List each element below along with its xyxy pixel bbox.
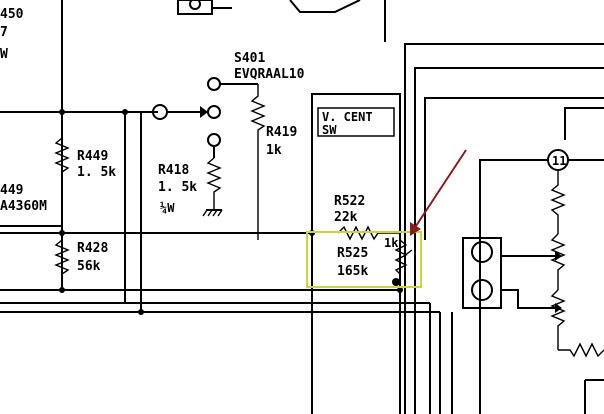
- r419-ref: R419: [266, 125, 297, 140]
- resistor-r525: R525 165k 1k: [306, 231, 422, 288]
- r525-value: 165k: [337, 264, 368, 279]
- resistor-r449: R449 1. 5k: [54, 137, 116, 180]
- highlight-box: [306, 231, 422, 288]
- r449-value: 1. 5k: [77, 165, 116, 180]
- r522-ref: R522: [334, 194, 365, 209]
- r418-value: 1. 5k: [158, 180, 197, 195]
- r428-ref: R428: [77, 241, 108, 256]
- jack-box: [462, 237, 502, 309]
- pot-mark: 1k: [384, 236, 399, 250]
- switch-s401: S401 EVQRAAL10: [152, 51, 305, 158]
- r525-ref: R525: [337, 246, 368, 261]
- annotation-arrow: [410, 149, 467, 236]
- r522-value: 22k: [334, 210, 358, 225]
- r418-rating: ¼W: [160, 201, 175, 215]
- resistor-r428: R428 56k: [54, 239, 108, 275]
- resistor-r418: R418 1. 5k ¼W: [158, 157, 223, 217]
- top-component-fragment: [177, 0, 386, 42]
- s401-part: EVQRAAL10: [234, 67, 305, 82]
- r428-value: 56k: [77, 259, 101, 274]
- cropped-label-part: A4360M: [0, 199, 47, 214]
- vcent-line1: V. CENT: [322, 110, 373, 124]
- r449-ref: R449: [77, 149, 108, 164]
- connector-11-label: 11: [552, 154, 566, 168]
- r419-value: 1k: [266, 143, 282, 158]
- cropped-label-1: 450: [0, 7, 24, 22]
- vcent-sw-box: V. CENT SW: [317, 107, 395, 137]
- cropped-label-2: 7: [0, 25, 8, 40]
- r418-ref: R418: [158, 163, 189, 178]
- resistor-r419: R419 1k: [250, 84, 297, 240]
- right-wiring: [309, 43, 604, 414]
- vcent-line2: SW: [322, 123, 337, 137]
- right-circuit: 11: [462, 107, 604, 414]
- s401-ref: S401: [234, 51, 265, 66]
- cropped-label-3: W: [0, 47, 8, 62]
- cropped-label-449: 449: [0, 183, 23, 198]
